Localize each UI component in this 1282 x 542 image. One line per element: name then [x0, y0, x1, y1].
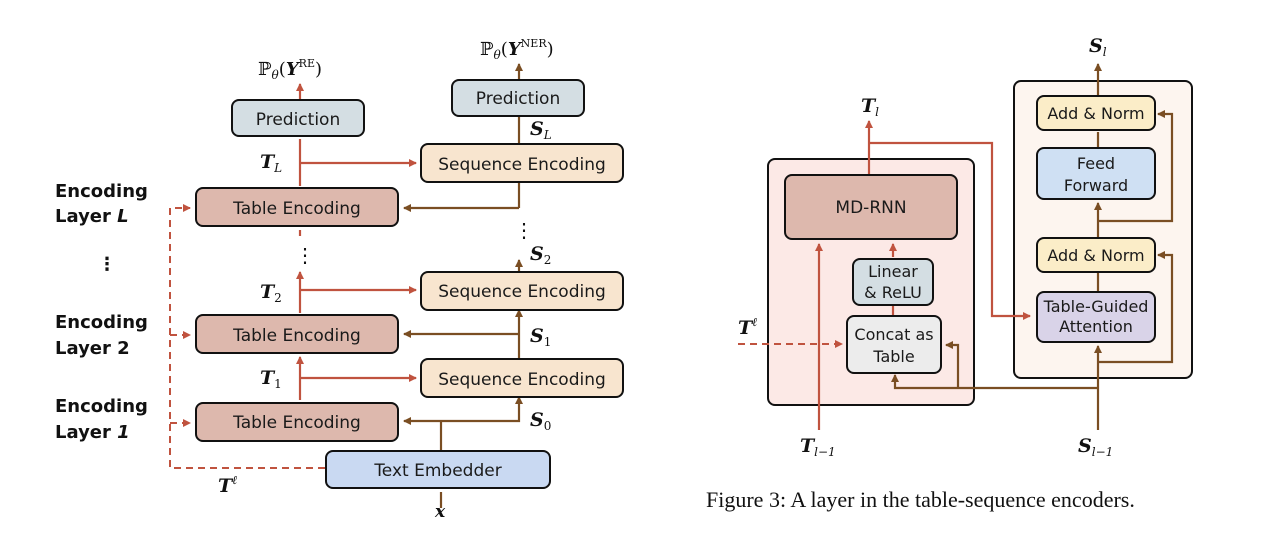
- svg-text:Prediction: Prediction: [256, 110, 340, 130]
- svg-text:Prediction: Prediction: [476, 89, 560, 109]
- layer-vdots: ⋮: [98, 254, 116, 275]
- symbol-S-L: SL: [530, 118, 552, 142]
- arrow-S0-to-seq1: [441, 396, 523, 423]
- table-encoding-1-box: Table Encoding: [195, 402, 399, 442]
- vdots-table-path: ⋮: [295, 243, 315, 267]
- vdots-seq-path: ⋮: [514, 218, 534, 242]
- svg-text:MD-RNN: MD-RNN: [835, 198, 906, 218]
- feed-forward-box: Feed Forward: [1036, 147, 1156, 200]
- svg-text:Table: Table: [872, 347, 914, 366]
- add-norm-top-box: Add & Norm: [1036, 95, 1156, 131]
- text-embedder-box: Text Embedder: [325, 450, 551, 489]
- svg-text:Table Encoding: Table Encoding: [232, 326, 361, 346]
- arrow-Slm1-to-concat-side: [945, 341, 960, 388]
- prediction-ner-box: Prediction: [451, 79, 585, 117]
- arrow-residual-1: [1098, 251, 1174, 364]
- svg-text:Table Encoding: Table Encoding: [232, 199, 361, 219]
- symbol-T-2: T2: [260, 281, 282, 305]
- svg-text:Add & Norm: Add & Norm: [1047, 104, 1144, 123]
- left-figure: Encoding Layer L ⋮ Encoding Layer 2 Enco…: [55, 37, 624, 522]
- linear-relu-box: Linear & ReLU: [852, 258, 934, 306]
- dashed-tell-connector: [169, 204, 325, 469]
- svg-text:Attention: Attention: [1059, 317, 1133, 336]
- svg-text:& ReLU: & ReLU: [864, 283, 922, 302]
- table-encoding-2-box: Table Encoding: [195, 314, 399, 354]
- output-re-label: ℙθ(YRE): [258, 57, 322, 82]
- svg-text:Forward: Forward: [1064, 176, 1128, 195]
- concat-as-table-box: Concat as Table: [846, 315, 942, 374]
- layer-label-L-line2: Layer L: [55, 206, 129, 227]
- svg-text:Table Encoding: Table Encoding: [232, 413, 361, 433]
- symbol-S-2: S2: [530, 243, 551, 267]
- arrow-residual-2: [1098, 110, 1174, 223]
- symbol-S-0: S0: [530, 409, 551, 433]
- symbol-S-l: Sl: [1089, 35, 1107, 59]
- output-ner-label: ℙθ(YNER): [480, 37, 554, 62]
- svg-text:Feed: Feed: [1077, 154, 1115, 173]
- table-encoding-L-box: Table Encoding: [195, 187, 399, 227]
- table-guided-attention-box: Table-Guided Attention: [1036, 291, 1156, 343]
- symbol-x: x: [434, 502, 446, 522]
- symbol-T-ell-right: Tℓ: [738, 315, 757, 339]
- arrow-Tl-to-tga: [869, 141, 1031, 320]
- right-figure: MD-RNN Linear & ReLU Concat as Table Add…: [738, 35, 1193, 459]
- svg-text:Sequence Encoding: Sequence Encoding: [438, 282, 606, 302]
- md-rnn-box: MD-RNN: [784, 174, 958, 240]
- symbol-T-L: TL: [260, 151, 282, 175]
- layer-label-1-line1: Encoding: [55, 396, 148, 417]
- sequence-encoding-L-box: Sequence Encoding: [420, 143, 624, 183]
- symbol-T-ell: Tℓ: [218, 473, 237, 497]
- svg-text:Add & Norm: Add & Norm: [1047, 246, 1144, 265]
- sequence-encoding-2-box: Sequence Encoding: [420, 271, 624, 311]
- add-norm-bottom-box: Add & Norm: [1036, 237, 1156, 273]
- svg-text:Table-Guided: Table-Guided: [1043, 297, 1149, 316]
- layer-label-1-line2: Layer 1: [55, 422, 130, 443]
- svg-text:Concat as: Concat as: [854, 325, 933, 344]
- layer-label-L-line1: Encoding: [55, 181, 148, 202]
- layer-label-2-line1: Encoding: [55, 312, 148, 333]
- sequence-encoding-1-box: Sequence Encoding: [420, 358, 624, 398]
- symbol-S-1: S1: [530, 325, 551, 349]
- symbol-T-l: Tl: [861, 95, 879, 119]
- svg-text:Sequence Encoding: Sequence Encoding: [438, 370, 606, 390]
- prediction-re-box: Prediction: [231, 99, 365, 137]
- layer-label-2-line2: Layer 2: [55, 338, 130, 359]
- svg-text:Text Embedder: Text Embedder: [373, 461, 501, 481]
- symbol-T-l-minus-1: Tl−1: [800, 435, 836, 459]
- svg-text:Sequence Encoding: Sequence Encoding: [438, 155, 606, 175]
- arrow-Slm1-to-concat-bottom: [891, 374, 1098, 390]
- svg-text:Linear: Linear: [868, 262, 918, 281]
- symbol-T-1: T1: [260, 367, 282, 391]
- figure-caption: Figure 3: A layer in the table-sequence …: [706, 487, 1135, 512]
- symbol-S-l-minus-1: Sl−1: [1078, 435, 1113, 459]
